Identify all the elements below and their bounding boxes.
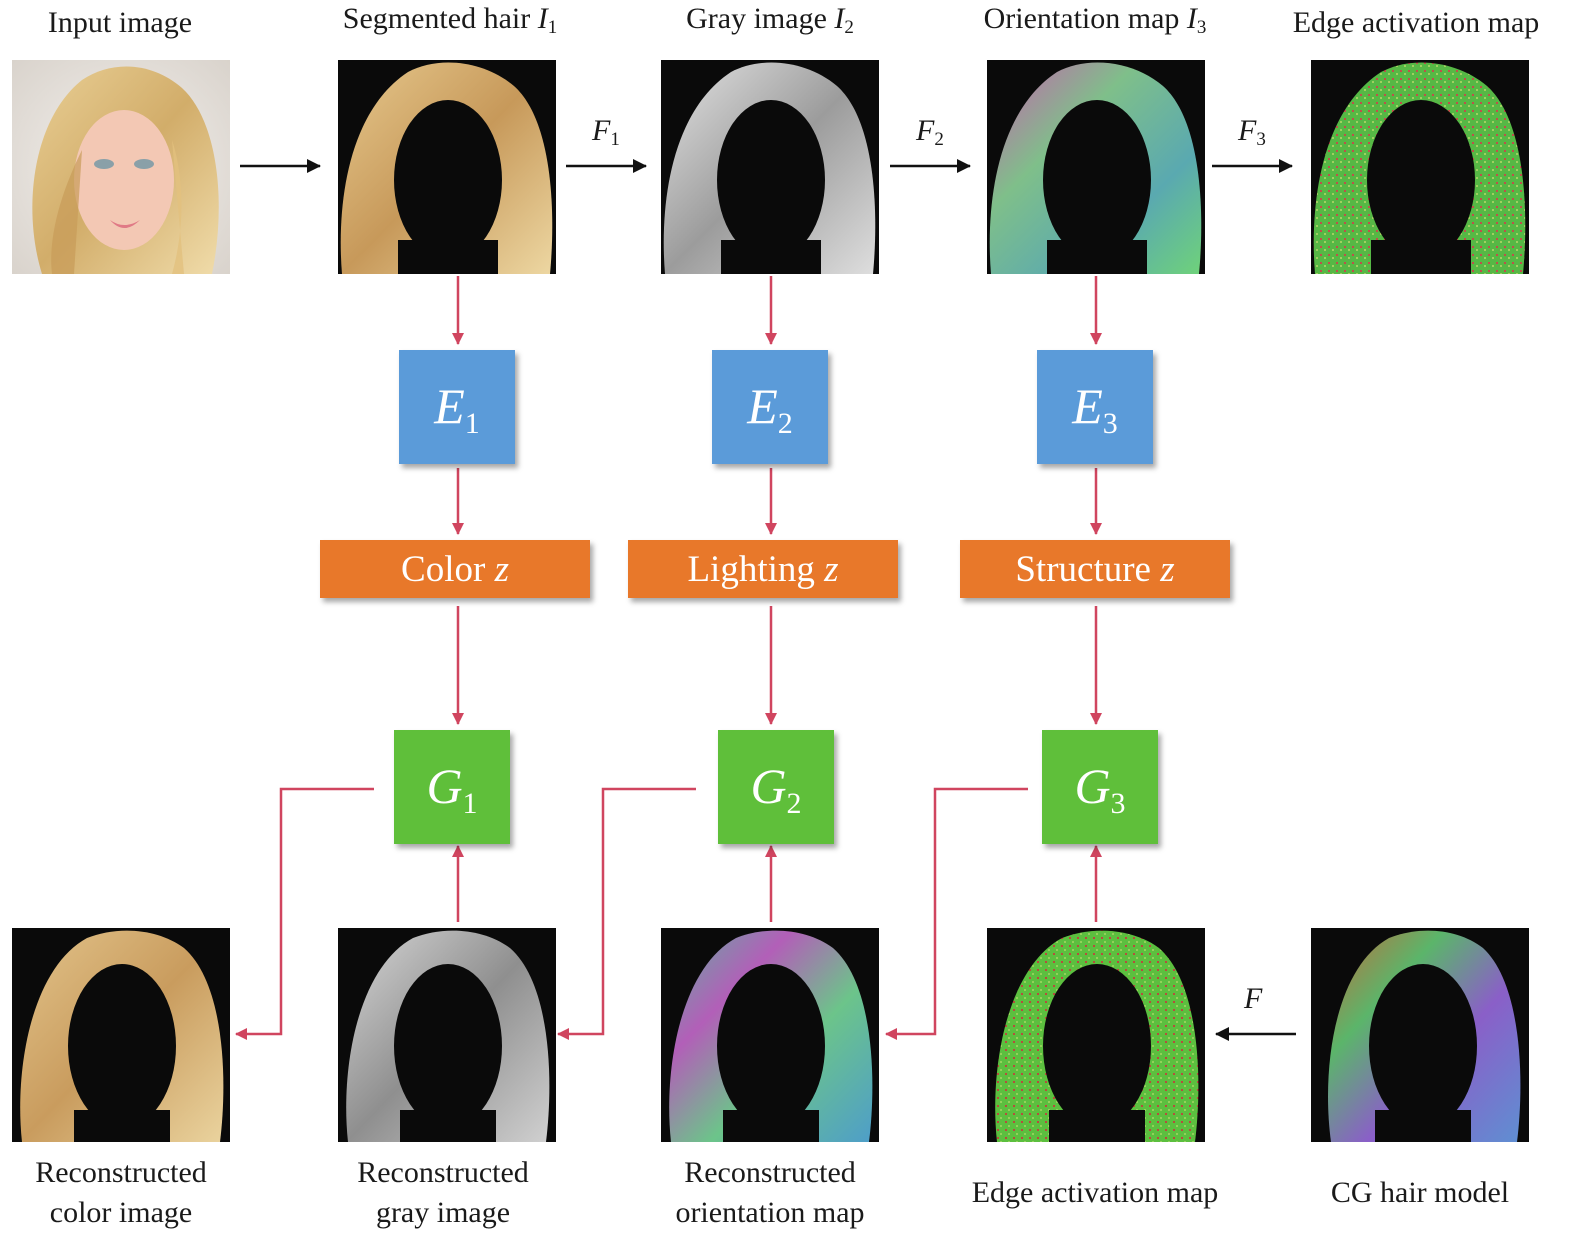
input-image xyxy=(12,60,230,274)
reconstructed-orientation-image xyxy=(661,928,879,1142)
encoder-e3: E3 xyxy=(1037,350,1153,464)
latent-structure: Structure z xyxy=(960,540,1230,598)
reconstructed-gray-image xyxy=(338,928,556,1142)
latent-color: Color z xyxy=(320,540,590,598)
f3-label: F3 xyxy=(1238,114,1266,150)
label-orientation-map: Orientation map I3 xyxy=(983,2,1207,38)
label-segmented-hair: Segmented hair I1 xyxy=(342,2,558,38)
encoder-e2: E2 xyxy=(712,350,828,464)
edge-activation-image-top xyxy=(1311,60,1529,274)
f-label: F xyxy=(1244,982,1263,1015)
reconstructed-color-image xyxy=(12,928,230,1142)
latent-lighting: Lighting z xyxy=(628,540,898,598)
gray-image xyxy=(661,60,879,274)
arrow-g2-to-recongray xyxy=(557,787,696,1040)
encoder-e1: E1 xyxy=(399,350,515,464)
arrow-g1-to-reconcolor xyxy=(235,787,374,1040)
cg-hair-model-image xyxy=(1311,928,1529,1142)
generator-g1: G1 xyxy=(394,730,510,844)
label-gray-image: Gray image I2 xyxy=(686,2,854,38)
segmented-hair-image xyxy=(338,60,556,274)
arrow-g3-to-reconorient xyxy=(885,787,1028,1040)
generator-g3: G3 xyxy=(1042,730,1158,844)
orientation-map-image xyxy=(987,60,1205,274)
label-edge-activation-bottom: Edge activation map xyxy=(971,1176,1219,1209)
label-edge-activation-top: Edge activation map xyxy=(1292,6,1540,39)
generator-g2: G2 xyxy=(718,730,834,844)
f1-label: F1 xyxy=(592,114,620,150)
label-cg-hair-model: CG hair model xyxy=(1330,1176,1510,1209)
f2-label: F2 xyxy=(916,114,944,150)
edge-activation-image-bottom xyxy=(987,928,1205,1142)
label-input-image: Input image xyxy=(47,6,193,39)
